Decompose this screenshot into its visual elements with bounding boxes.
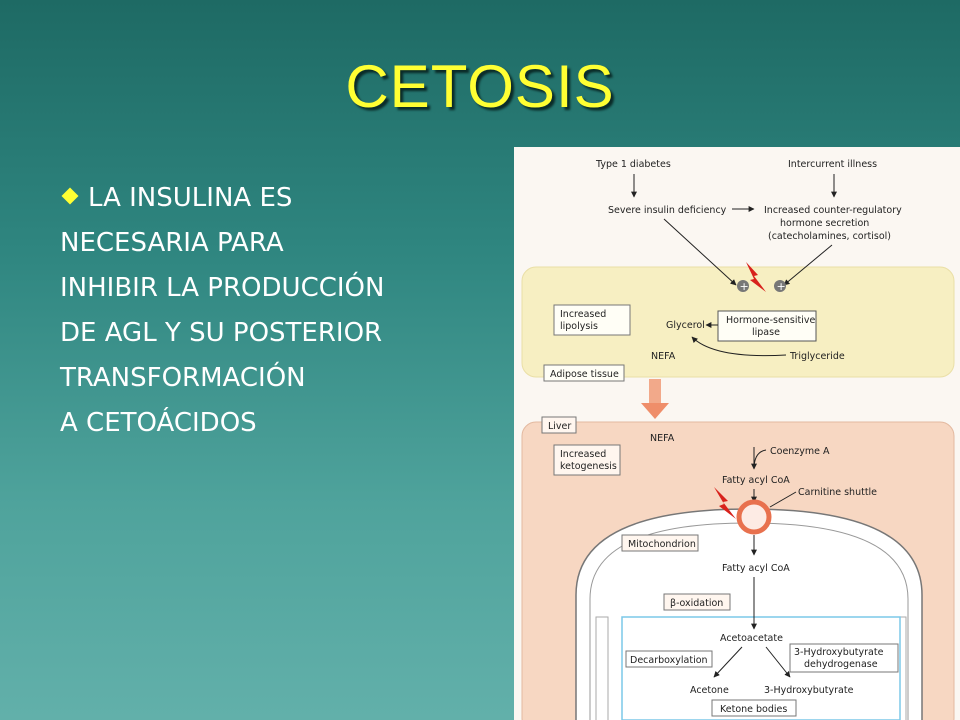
carnitine-shuttle-label: Carnitine shuttle bbox=[798, 487, 877, 498]
hsl-line-2: lipase bbox=[752, 327, 780, 338]
body-line-5: TRANSFORMACIÓN bbox=[60, 363, 306, 393]
fatty-acyl-coa-2-label: Fatty acyl CoA bbox=[722, 563, 790, 574]
increased-ketogenesis-box bbox=[553, 444, 621, 476]
body-text: LA INSULINA ES NECESARIA PARA INHIBIR LA… bbox=[60, 176, 500, 446]
ketosis-diagram: Type 1 diabetes Intercurrent illness Sev… bbox=[514, 147, 960, 720]
hsl-line-1: Hormone-sensitive bbox=[726, 315, 815, 326]
intercurrent-illness-label: Intercurrent illness bbox=[788, 159, 877, 170]
hbdh-tag bbox=[789, 643, 899, 673]
body-line-1: LA INSULINA ES bbox=[60, 176, 500, 221]
liver-label: Liver bbox=[548, 421, 571, 432]
increased-lipolysis-line-1: Increased bbox=[560, 309, 606, 320]
type1-diabetes-label: Type 1 diabetes bbox=[595, 159, 671, 170]
hormone-sensitive-lipase-box bbox=[717, 310, 817, 342]
counter-regulatory-line-1: Increased counter-regulatory bbox=[764, 205, 902, 216]
body-line-1-text: LA INSULINA ES bbox=[88, 183, 293, 213]
increased-ketogenesis-line-2: ketogenesis bbox=[560, 461, 617, 472]
nefa-liver-label: NEFA bbox=[650, 433, 675, 444]
increased-lipolysis-line-2: lipolysis bbox=[560, 321, 598, 332]
lightning-bolt-icon bbox=[746, 262, 766, 292]
body-line-4: DE AGL Y SU POSTERIOR bbox=[60, 318, 383, 348]
adipose-to-liver-arrow bbox=[641, 379, 669, 419]
triglyceride-label: Triglyceride bbox=[789, 351, 845, 362]
decarboxylation-label: Decarboxylation bbox=[630, 655, 708, 666]
hydroxybutyrate-label: 3-Hydroxybutyrate bbox=[764, 685, 854, 696]
mitochondrion-tag bbox=[621, 534, 699, 552]
increased-lipolysis-box bbox=[553, 304, 631, 336]
counter-regulatory-line-3: (catecholamines, cortisol) bbox=[768, 231, 891, 242]
beta-oxidation-tag bbox=[663, 593, 731, 611]
severe-insulin-deficiency-label: Severe insulin deficiency bbox=[608, 205, 727, 216]
mitochondrion-label: Mitochondrion bbox=[628, 539, 696, 550]
decarboxylation-tag bbox=[625, 650, 713, 668]
ketone-bodies-label: Ketone bodies bbox=[720, 704, 787, 715]
plus-circle-icon bbox=[737, 280, 749, 292]
hbdh-line-2: dehydrogenase bbox=[804, 659, 878, 670]
fatty-acyl-coa-1-label: Fatty acyl CoA bbox=[722, 475, 790, 486]
carnitine-shuttle-ring bbox=[736, 499, 772, 535]
coenzyme-a-label: Coenzyme A bbox=[770, 446, 830, 457]
counter-regulatory-line-2: hormone secretion bbox=[780, 218, 869, 229]
slide-title: CETOSIS bbox=[345, 53, 615, 120]
plus-sign-2: + bbox=[777, 280, 786, 293]
nefa-adipose-label: NEFA bbox=[651, 351, 676, 362]
adipose-tissue-label: Adipose tissue bbox=[550, 369, 619, 380]
ketone-bodies-tag bbox=[711, 699, 797, 717]
lightning-bolt-icon bbox=[714, 487, 736, 519]
plus-sign-1: + bbox=[740, 280, 749, 293]
beta-oxidation-label: β-oxidation bbox=[670, 598, 723, 609]
body-line-3: INHIBIR LA PRODUCCIÓN bbox=[60, 273, 385, 303]
plus-circle-icon bbox=[774, 280, 786, 292]
body-line-6: A CETOÁCIDOS bbox=[60, 408, 257, 438]
body-line-2: NECESARIA PARA bbox=[60, 228, 284, 258]
acetoacetate-label: Acetoacetate bbox=[720, 633, 783, 644]
diamond-bullet-icon bbox=[61, 187, 79, 205]
increased-ketogenesis-line-1: Increased bbox=[560, 449, 606, 460]
liver-tag bbox=[541, 416, 577, 434]
adipose-tissue-tag bbox=[543, 364, 625, 382]
acetone-label: Acetone bbox=[690, 685, 729, 696]
ketosis-diagram-svg: Type 1 diabetes Intercurrent illness Sev… bbox=[521, 159, 955, 720]
glycerol-label: Glycerol bbox=[666, 320, 705, 331]
hbdh-line-1: 3-Hydroxybutyrate bbox=[794, 647, 884, 658]
